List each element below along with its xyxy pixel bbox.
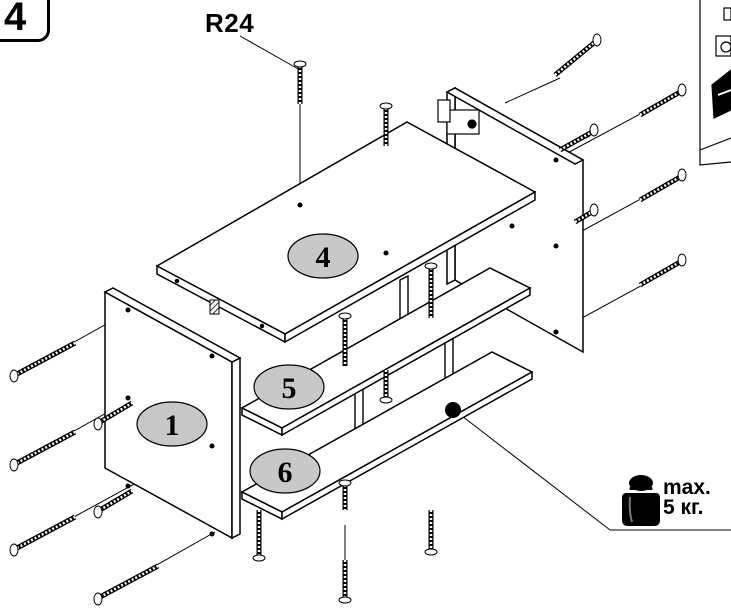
dowel-icon [209,299,220,315]
screw-icon [93,400,134,431]
screw-icon [293,60,307,104]
screw-icon [9,514,77,557]
screw-icon [424,510,438,556]
screw-icon [9,340,77,383]
weight-limit-label: max. 5 кг. [663,476,711,519]
foot-icon [445,402,461,418]
screw-icon [252,510,266,562]
panel-labels: 4 5 1 6 [136,233,359,494]
panel-label-4: 4 [287,233,359,279]
screw-icon [338,479,352,510]
screws [9,33,687,606]
panel-label-1-text: 1 [165,409,180,442]
step-badge: 4 [0,0,50,42]
screw-icon [424,262,438,318]
screw-code-label: R24 [205,8,255,38]
screw-icon [558,123,599,153]
panel-label-5: 5 [253,364,325,410]
screw-icon [338,560,352,604]
weight-icon [622,475,660,526]
screw-icon [638,83,687,118]
screw-icon [573,203,599,225]
weight-limit-line1: max. [663,476,711,499]
screw-icon [9,429,77,472]
panel-label-4-text: 4 [316,241,331,274]
screw-icon [338,312,352,366]
panel-label-6-text: 6 [278,456,293,489]
vertical-screws [252,60,438,604]
detail-inset [699,0,731,166]
panel-label-6: 6 [249,448,321,494]
step-number: 4 [4,0,27,39]
cam-lock-icon [437,99,480,135]
screw-icon [93,488,134,519]
screw-icon [379,370,393,404]
weight-limit-line2: 5 кг. [663,496,704,519]
screw-icon [93,563,160,606]
screw-icon [638,168,687,203]
top-panel-4 [155,121,537,344]
screw-icon [638,253,687,288]
screw-icon [379,102,393,146]
panel-label-5-text: 5 [282,372,297,405]
panel-label-1: 1 [136,401,208,447]
screw-icon [553,33,602,77]
